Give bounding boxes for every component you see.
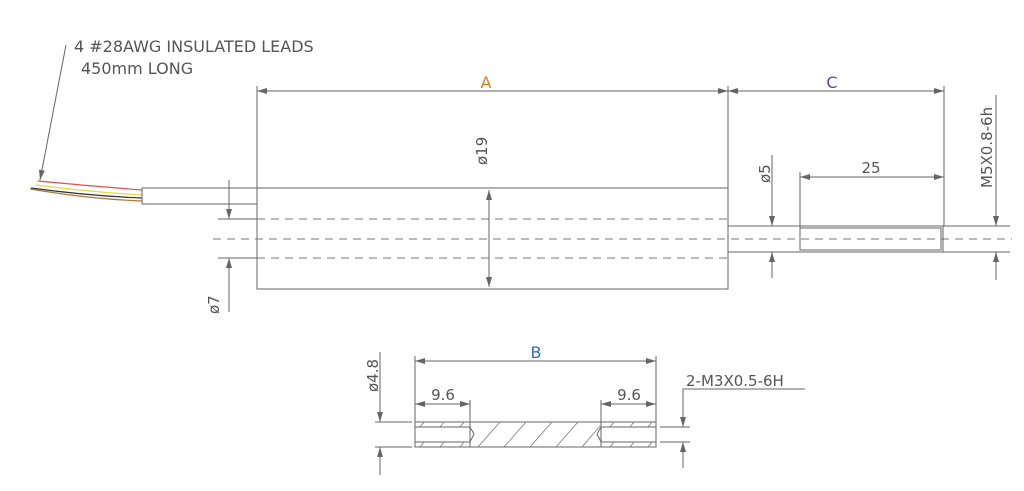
shaft-thread-label: M5X0.8-6h xyxy=(978,107,996,188)
nut-thread-label: 2-M3X0.5-6H xyxy=(686,372,784,390)
dimension-a-label: A xyxy=(481,73,492,92)
lead-screw-shaft xyxy=(727,225,944,253)
left-thread-depth-label: 9.6 xyxy=(431,386,455,404)
leads-leader-arrow xyxy=(38,44,67,181)
thread-length-label: 25 xyxy=(861,159,880,177)
nut-diameter-label: ø4.8 xyxy=(364,359,382,392)
nut-section xyxy=(414,421,657,448)
lead-wires xyxy=(29,180,143,202)
thread-section xyxy=(799,227,942,251)
cable-sleeve xyxy=(141,187,258,205)
shaft-diameter-label: ø5 xyxy=(756,164,774,183)
dimension-c-label: C xyxy=(826,73,837,92)
leads-note-line1: 4 #28AWG INSULATED LEADS xyxy=(74,37,314,56)
bore-diameter-label: ø7 xyxy=(205,295,223,314)
right-thread-depth-label: 9.6 xyxy=(617,386,641,404)
leads-note-line2: 450mm LONG xyxy=(81,59,193,78)
dimension-b-label: B xyxy=(531,343,542,362)
body-diameter-label: ø19 xyxy=(473,137,491,165)
